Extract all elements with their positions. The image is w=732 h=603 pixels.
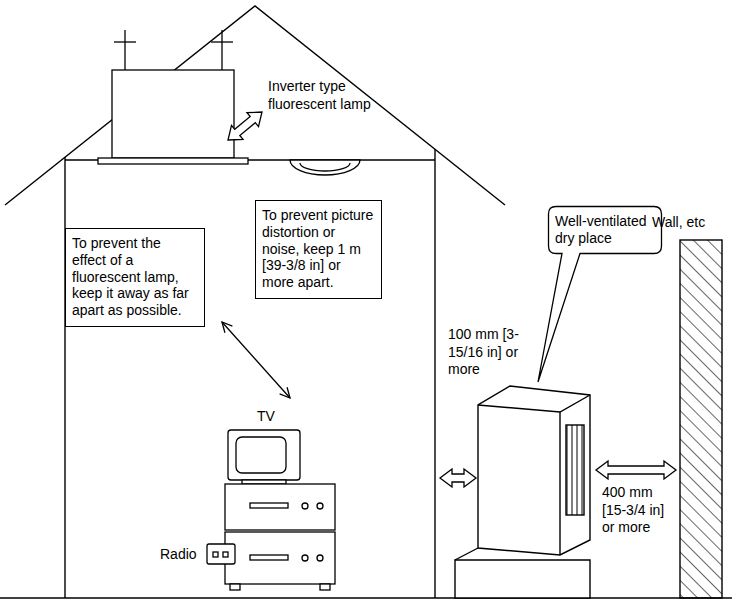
- drawing-stroke: [124, 30, 125, 70]
- wall: [680, 240, 722, 598]
- drawing-stroke: [230, 584, 240, 590]
- note-text: To prevent the effect of a fluorescent l…: [72, 235, 198, 319]
- label-holder: Radio: [160, 546, 206, 564]
- outdoor-unit: [455, 386, 590, 598]
- label-holder: Inverter type fluorescent lamp: [268, 78, 393, 113]
- radio: [207, 544, 235, 564]
- note-box: To prevent the effect of a fluorescent l…: [65, 228, 205, 327]
- drawing-stroke: [250, 555, 288, 560]
- speech-bubble: Well-ventilated dry place: [548, 206, 662, 254]
- clearance-arrow: [596, 461, 676, 479]
- drawing-stroke: [478, 386, 590, 555]
- drawing-stroke: [211, 41, 233, 42]
- drawing-stroke: [225, 532, 335, 584]
- clearance-arrows: [228, 112, 676, 487]
- drawing-stroke: [98, 158, 248, 164]
- annotation-label: TV: [257, 408, 287, 426]
- note-box: To prevent picture distortion or noise, …: [255, 200, 382, 299]
- drawing-stroke: [559, 412, 560, 555]
- drawing-stroke: [302, 555, 308, 561]
- drawing-stroke: [223, 552, 228, 557]
- clearance-arrow: [228, 112, 262, 140]
- drawing-stroke: [455, 548, 478, 560]
- drawing-stroke: [213, 552, 218, 557]
- label-holder: 400 mm [15-3/4 in] or more: [602, 484, 680, 537]
- note-text: To prevent picture distortion or noise, …: [262, 207, 375, 291]
- left-wall: [64, 157, 65, 598]
- house: [5, 6, 505, 598]
- drawing-stroke: [225, 484, 335, 530]
- drawing-stroke: [207, 544, 235, 564]
- ground: [0, 597, 732, 598]
- bubble-outline: [538, 207, 662, 383]
- annotation-label: Wall, etc: [652, 214, 732, 232]
- drawing-stroke: [250, 503, 288, 508]
- drawing-stroke: [317, 503, 323, 509]
- drawing-stroke: [320, 584, 330, 590]
- drawing-stroke: [302, 503, 308, 509]
- drawing-stroke: [114, 41, 136, 42]
- label-holder: TV: [257, 408, 287, 426]
- label-holder: 100 mm [3-15/16 in] or more: [448, 326, 538, 379]
- drawing-stroke: [300, 163, 350, 171]
- clearance-arrow: [440, 469, 476, 487]
- label-holder: Wall, etc: [652, 214, 732, 232]
- drawing-stroke: [228, 430, 300, 480]
- drawing-stroke: [236, 437, 286, 473]
- tv-set: [225, 430, 335, 590]
- annotation-label: Radio: [160, 546, 206, 564]
- right-wall: [434, 149, 435, 598]
- annotation-label: Inverter type fluorescent lamp: [268, 78, 393, 113]
- drawing-stroke: [290, 160, 360, 175]
- roof: [5, 6, 505, 205]
- distance-arrow: [222, 322, 290, 398]
- annotation-label: 400 mm [15-3/4 in] or more: [602, 484, 680, 537]
- drawing-stroke: [478, 395, 590, 412]
- drawing-stroke: [221, 30, 222, 70]
- drawing-stroke: [112, 70, 234, 158]
- indoor-unit: [98, 30, 248, 164]
- annotation-label: 100 mm [3-15/16 in] or more: [448, 326, 538, 379]
- drawing-stroke: [317, 555, 323, 561]
- drawing-stroke: [455, 560, 590, 598]
- drawing-stroke: [566, 425, 584, 515]
- fluorescent-lamp: [290, 160, 360, 175]
- note-text: Well-ventilated dry place: [555, 213, 655, 247]
